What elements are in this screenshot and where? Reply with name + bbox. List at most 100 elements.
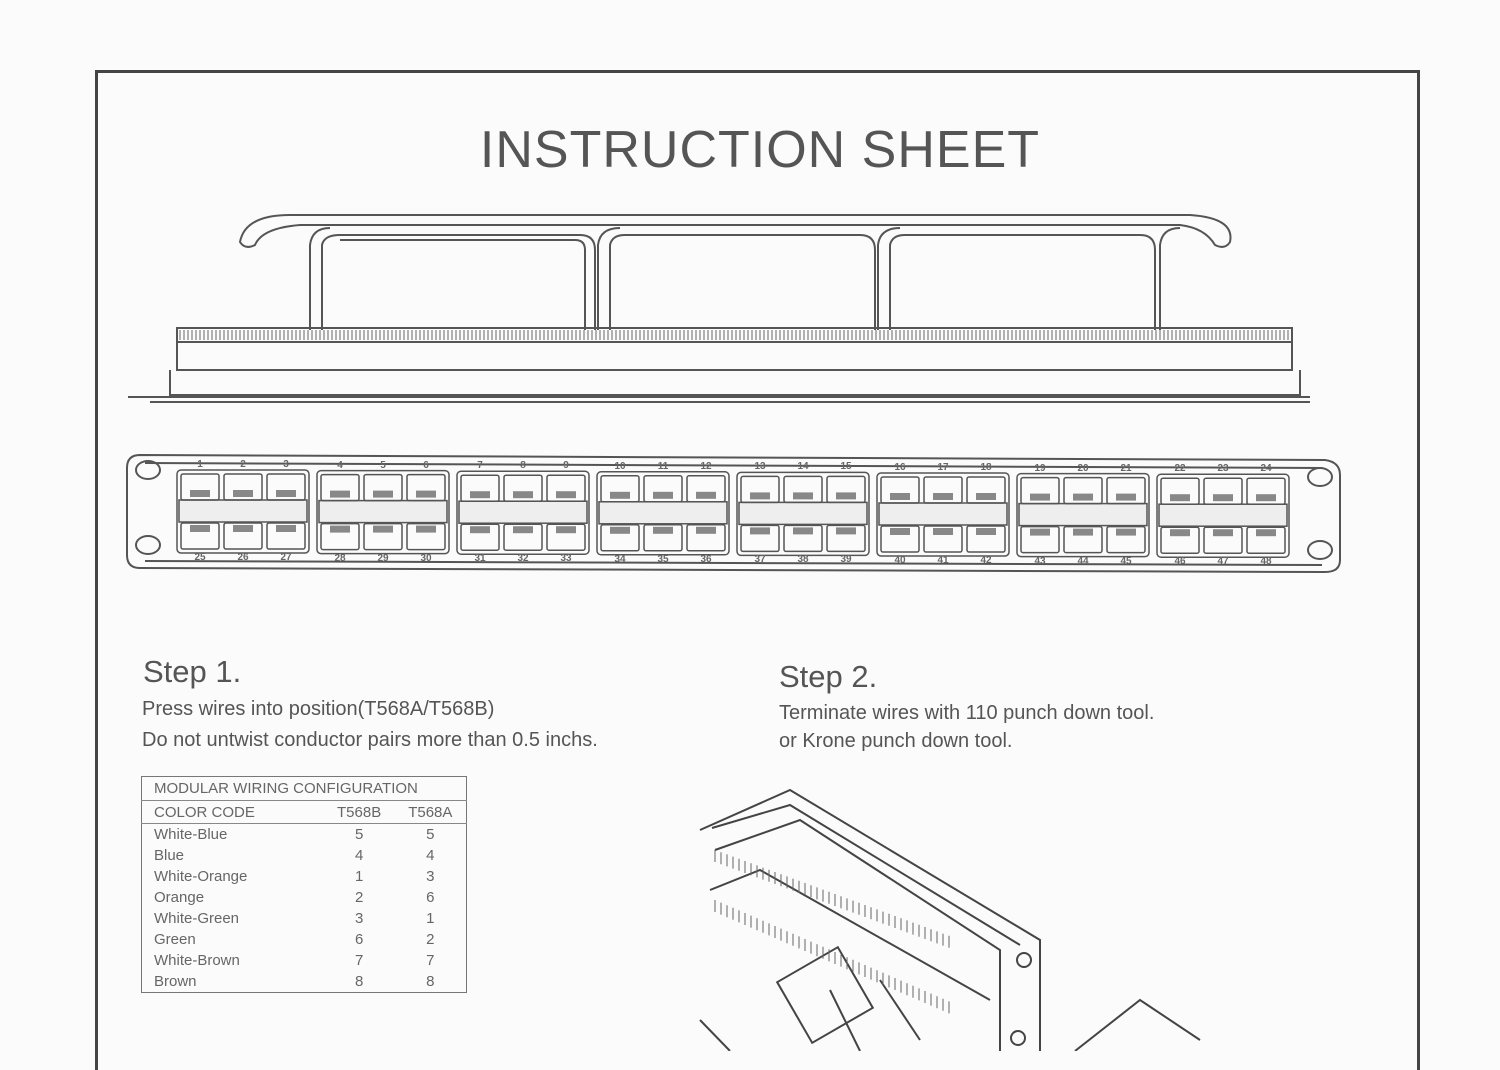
port-number: 12 — [700, 460, 712, 472]
jack-contacts — [1073, 528, 1093, 536]
rj45-jack — [880, 476, 920, 504]
port-number: 30 — [420, 552, 432, 564]
port-group — [456, 470, 590, 555]
port-group — [1156, 473, 1290, 558]
jack-contacts — [836, 527, 856, 535]
jack-contacts — [1030, 528, 1050, 536]
jack-contacts — [890, 493, 910, 500]
cell-color: Orange — [154, 889, 205, 906]
rj45-jack — [503, 523, 543, 551]
step1-title: Step 1. — [143, 654, 242, 689]
rj45-jack — [880, 525, 920, 553]
cell-color: Green — [154, 931, 196, 948]
jack-contacts — [470, 491, 490, 499]
port-number: 1 — [197, 459, 203, 470]
port-number: 38 — [797, 554, 809, 566]
port-number: 42 — [980, 555, 992, 566]
jack-contacts — [276, 490, 296, 497]
jack-contacts — [1030, 493, 1050, 501]
port-group — [1016, 472, 1150, 558]
jack-contacts — [1256, 529, 1276, 537]
rj45-jack — [783, 524, 823, 553]
jack-contacts — [416, 490, 436, 498]
rj45-jack — [320, 522, 360, 551]
jack-contacts — [750, 492, 770, 500]
port-number: 8 — [520, 460, 526, 472]
jack-contacts — [933, 493, 953, 500]
port-number: 10 — [614, 460, 626, 472]
port-number: 17 — [937, 462, 949, 473]
rj45-jack — [1246, 526, 1286, 554]
rj45-jack — [266, 522, 306, 550]
port-number: 37 — [754, 554, 766, 566]
port-number: 43 — [1034, 555, 1046, 567]
jack-contacts — [513, 491, 533, 499]
rj45-jack — [223, 473, 263, 501]
port-group — [176, 469, 310, 554]
port-number: 35 — [657, 553, 669, 565]
jack-contacts — [276, 525, 296, 532]
cell-t568a: 8 — [426, 973, 435, 990]
rj45-jack — [363, 473, 403, 502]
step2-line1: Terminate wires with 110 punch down tool… — [779, 702, 1155, 724]
port-number: 13 — [754, 461, 766, 473]
jack-contacts — [793, 492, 813, 500]
cell-color: White-Green — [154, 910, 240, 927]
cell-t568a: 3 — [426, 868, 435, 885]
header-t568b: T568B — [323, 800, 395, 824]
jack-contacts — [976, 493, 996, 500]
cell-t568b: 8 — [354, 973, 364, 990]
port-number: 47 — [1217, 556, 1229, 568]
port-number: 27 — [280, 552, 292, 563]
rj45-jack — [363, 522, 403, 551]
port-number: 31 — [474, 553, 486, 565]
port-number: 2 — [240, 459, 246, 470]
port-number: 46 — [1174, 556, 1186, 568]
cell-t568b: 4 — [354, 847, 364, 864]
jack-contacts — [556, 526, 576, 534]
port-number: 15 — [840, 461, 852, 473]
header-color-code: COLOR CODE — [141, 800, 324, 824]
port-number: 23 — [1217, 463, 1229, 475]
cell-color: White-Brown — [154, 952, 240, 969]
jack-contacts — [1116, 493, 1136, 501]
rj45-jack — [546, 474, 586, 502]
jack-contacts — [190, 525, 210, 532]
jack-contacts — [470, 526, 490, 534]
port-number: 39 — [840, 554, 852, 566]
step2-title: Step 2. — [779, 659, 878, 694]
port-number: 9 — [563, 460, 569, 472]
jack-contacts — [976, 528, 996, 535]
cell-t568b: 3 — [354, 910, 364, 927]
port-number: 18 — [980, 462, 992, 473]
rj45-jack — [966, 525, 1006, 553]
port-number: 26 — [237, 552, 249, 563]
wiring-table: MODULAR WIRING CONFIGURATION COLOR CODE … — [141, 776, 467, 993]
jack-contacts — [190, 490, 210, 497]
jack-contacts — [610, 526, 630, 534]
rj45-jack — [1106, 476, 1146, 505]
cell-t568a: 2 — [426, 931, 435, 948]
cell-color: White-Blue — [154, 826, 228, 843]
port-number: 29 — [377, 552, 389, 564]
port-number: 14 — [797, 461, 809, 473]
port-number: 21 — [1120, 462, 1132, 474]
port-number: 25 — [194, 552, 206, 563]
rj45-jack — [600, 475, 640, 503]
jack-contacts — [653, 491, 673, 499]
jack-contacts — [836, 492, 856, 500]
rj45-jack — [966, 476, 1006, 504]
port-number: 20 — [1077, 462, 1089, 474]
jack-contacts — [556, 491, 576, 499]
rj45-jack — [826, 524, 866, 553]
port-number: 28 — [334, 552, 346, 564]
port-number: 34 — [614, 553, 626, 565]
port-number: 41 — [937, 555, 949, 566]
